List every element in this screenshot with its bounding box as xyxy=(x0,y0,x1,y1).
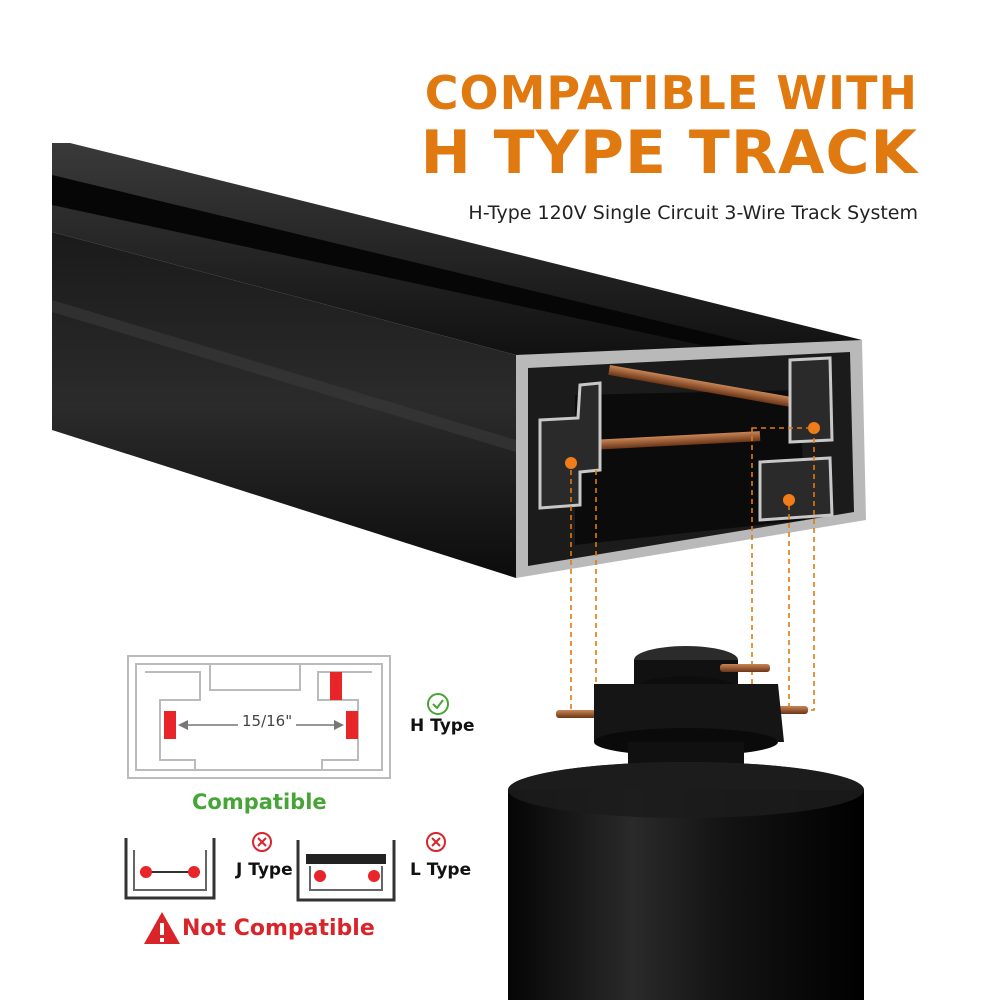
compatible-label: Compatible xyxy=(192,790,327,814)
check-circle-icon xyxy=(427,693,449,715)
headline-line-2: H TYPE TRACK xyxy=(420,118,918,188)
alignment-guides xyxy=(570,427,815,713)
subtitle: H-Type 120V Single Circuit 3-Wire Track … xyxy=(468,202,918,224)
not-compatible-label: Not Compatible xyxy=(182,916,375,941)
track-cross-section xyxy=(516,340,866,578)
warning-triangle-icon xyxy=(144,912,180,944)
h-type-contact xyxy=(330,672,342,700)
l-type-diagram xyxy=(296,840,396,902)
headline-line-1: COMPATIBLE WITH xyxy=(424,66,918,120)
x-circle-icon xyxy=(252,832,272,852)
dimension-arrow xyxy=(178,720,188,730)
j-type-label: J Type xyxy=(236,860,293,880)
track-rail xyxy=(52,143,866,578)
j-type-diagram xyxy=(124,838,216,900)
h-type-contact xyxy=(164,711,176,739)
h-type-label: H Type xyxy=(410,716,475,736)
track-light-fixture xyxy=(508,646,864,1000)
dimension-arrow xyxy=(334,720,344,730)
h-type-diagram xyxy=(127,655,391,779)
x-circle-icon xyxy=(426,832,446,852)
dimension-label: 15/16" xyxy=(238,712,297,730)
h-type-contact xyxy=(346,711,358,739)
l-type-label: L Type xyxy=(410,860,472,880)
